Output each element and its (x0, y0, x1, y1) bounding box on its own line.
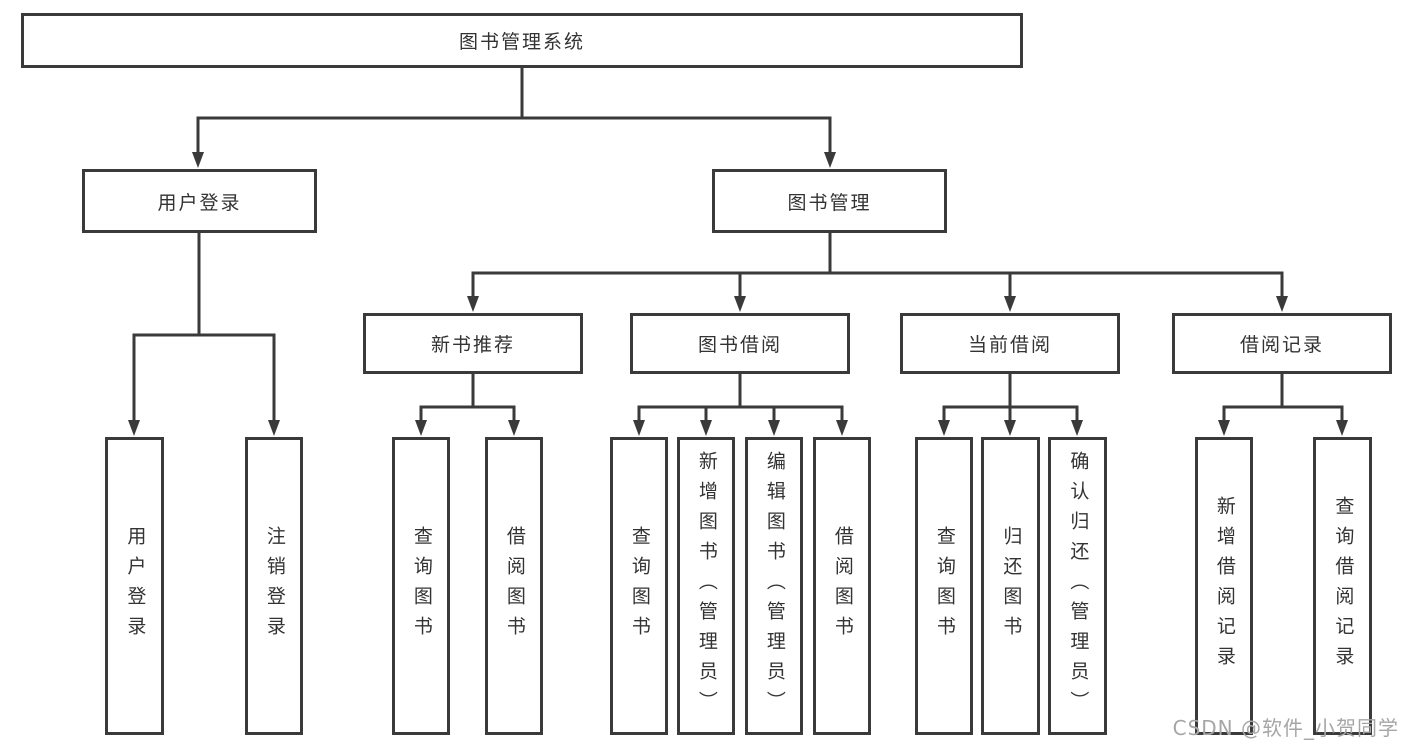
leaf-borrow-borrow-books: 借阅图书 (813, 437, 871, 735)
node-user-login-label: 用户登录 (157, 191, 242, 214)
node-new-book-recommend: 新书推荐 (363, 313, 583, 374)
leaf-records-add-record: 新增借阅记录 (1195, 437, 1253, 735)
csdn-watermark: CSDN @软件_小贺同学 (1172, 716, 1399, 740)
leaf-newbook-borrow-books: 借阅图书 (485, 437, 543, 735)
leaf-borrow-query-books: 查询图书 (610, 437, 668, 735)
node-book-borrow: 图书借阅 (630, 313, 850, 374)
leaf-borrow-edit-books-admin-label: 编辑图书（管理员） (763, 451, 786, 721)
leaf-user-login-label: 用户登录 (124, 526, 147, 646)
node-user-login: 用户登录 (82, 169, 317, 233)
leaf-borrow-add-books-admin-label: 新增图书（管理员） (695, 451, 718, 721)
leaf-logout: 注销登录 (245, 437, 303, 735)
leaf-records-query-record-label: 查询借阅记录 (1332, 496, 1355, 676)
leaf-borrow-borrow-books-label: 借阅图书 (831, 526, 854, 646)
node-current-borrow: 当前借阅 (900, 313, 1120, 374)
leaf-records-query-record: 查询借阅记录 (1313, 437, 1372, 735)
leaf-logout-label: 注销登录 (263, 526, 286, 646)
leaf-newbook-query-books: 查询图书 (392, 437, 450, 735)
node-new-book-recommend-label: 新书推荐 (430, 334, 515, 356)
leaf-borrow-query-books-label: 查询图书 (628, 526, 651, 646)
node-root: 图书管理系统 (21, 13, 1023, 68)
node-book-management-label: 图书管理 (787, 191, 872, 214)
node-book-borrow-label: 图书借阅 (697, 334, 782, 356)
leaf-user-login: 用户登录 (105, 437, 164, 735)
leaf-current-return-books-label: 归还图书 (1000, 526, 1023, 646)
leaf-current-return-books: 归还图书 (981, 437, 1040, 735)
node-borrow-records-label: 借阅记录 (1239, 334, 1324, 356)
leaf-current-confirm-return-admin-label: 确认归还（管理员） (1067, 451, 1090, 721)
leaf-newbook-borrow-books-label: 借阅图书 (503, 526, 526, 646)
leaf-current-confirm-return-admin: 确认归还（管理员） (1048, 437, 1107, 735)
leaf-records-add-record-label: 新增借阅记录 (1213, 496, 1236, 676)
leaf-borrow-add-books-admin: 新增图书（管理员） (677, 437, 735, 735)
leaf-borrow-edit-books-admin: 编辑图书（管理员） (745, 437, 803, 735)
node-book-management: 图书管理 (712, 169, 947, 233)
node-root-label: 图书管理系统 (458, 31, 585, 53)
leaf-current-query-books: 查询图书 (915, 437, 973, 735)
node-current-borrow-label: 当前借阅 (967, 334, 1052, 356)
node-borrow-records: 借阅记录 (1172, 313, 1392, 374)
leaf-newbook-query-books-label: 查询图书 (410, 526, 433, 646)
leaf-current-query-books-label: 查询图书 (933, 526, 956, 646)
